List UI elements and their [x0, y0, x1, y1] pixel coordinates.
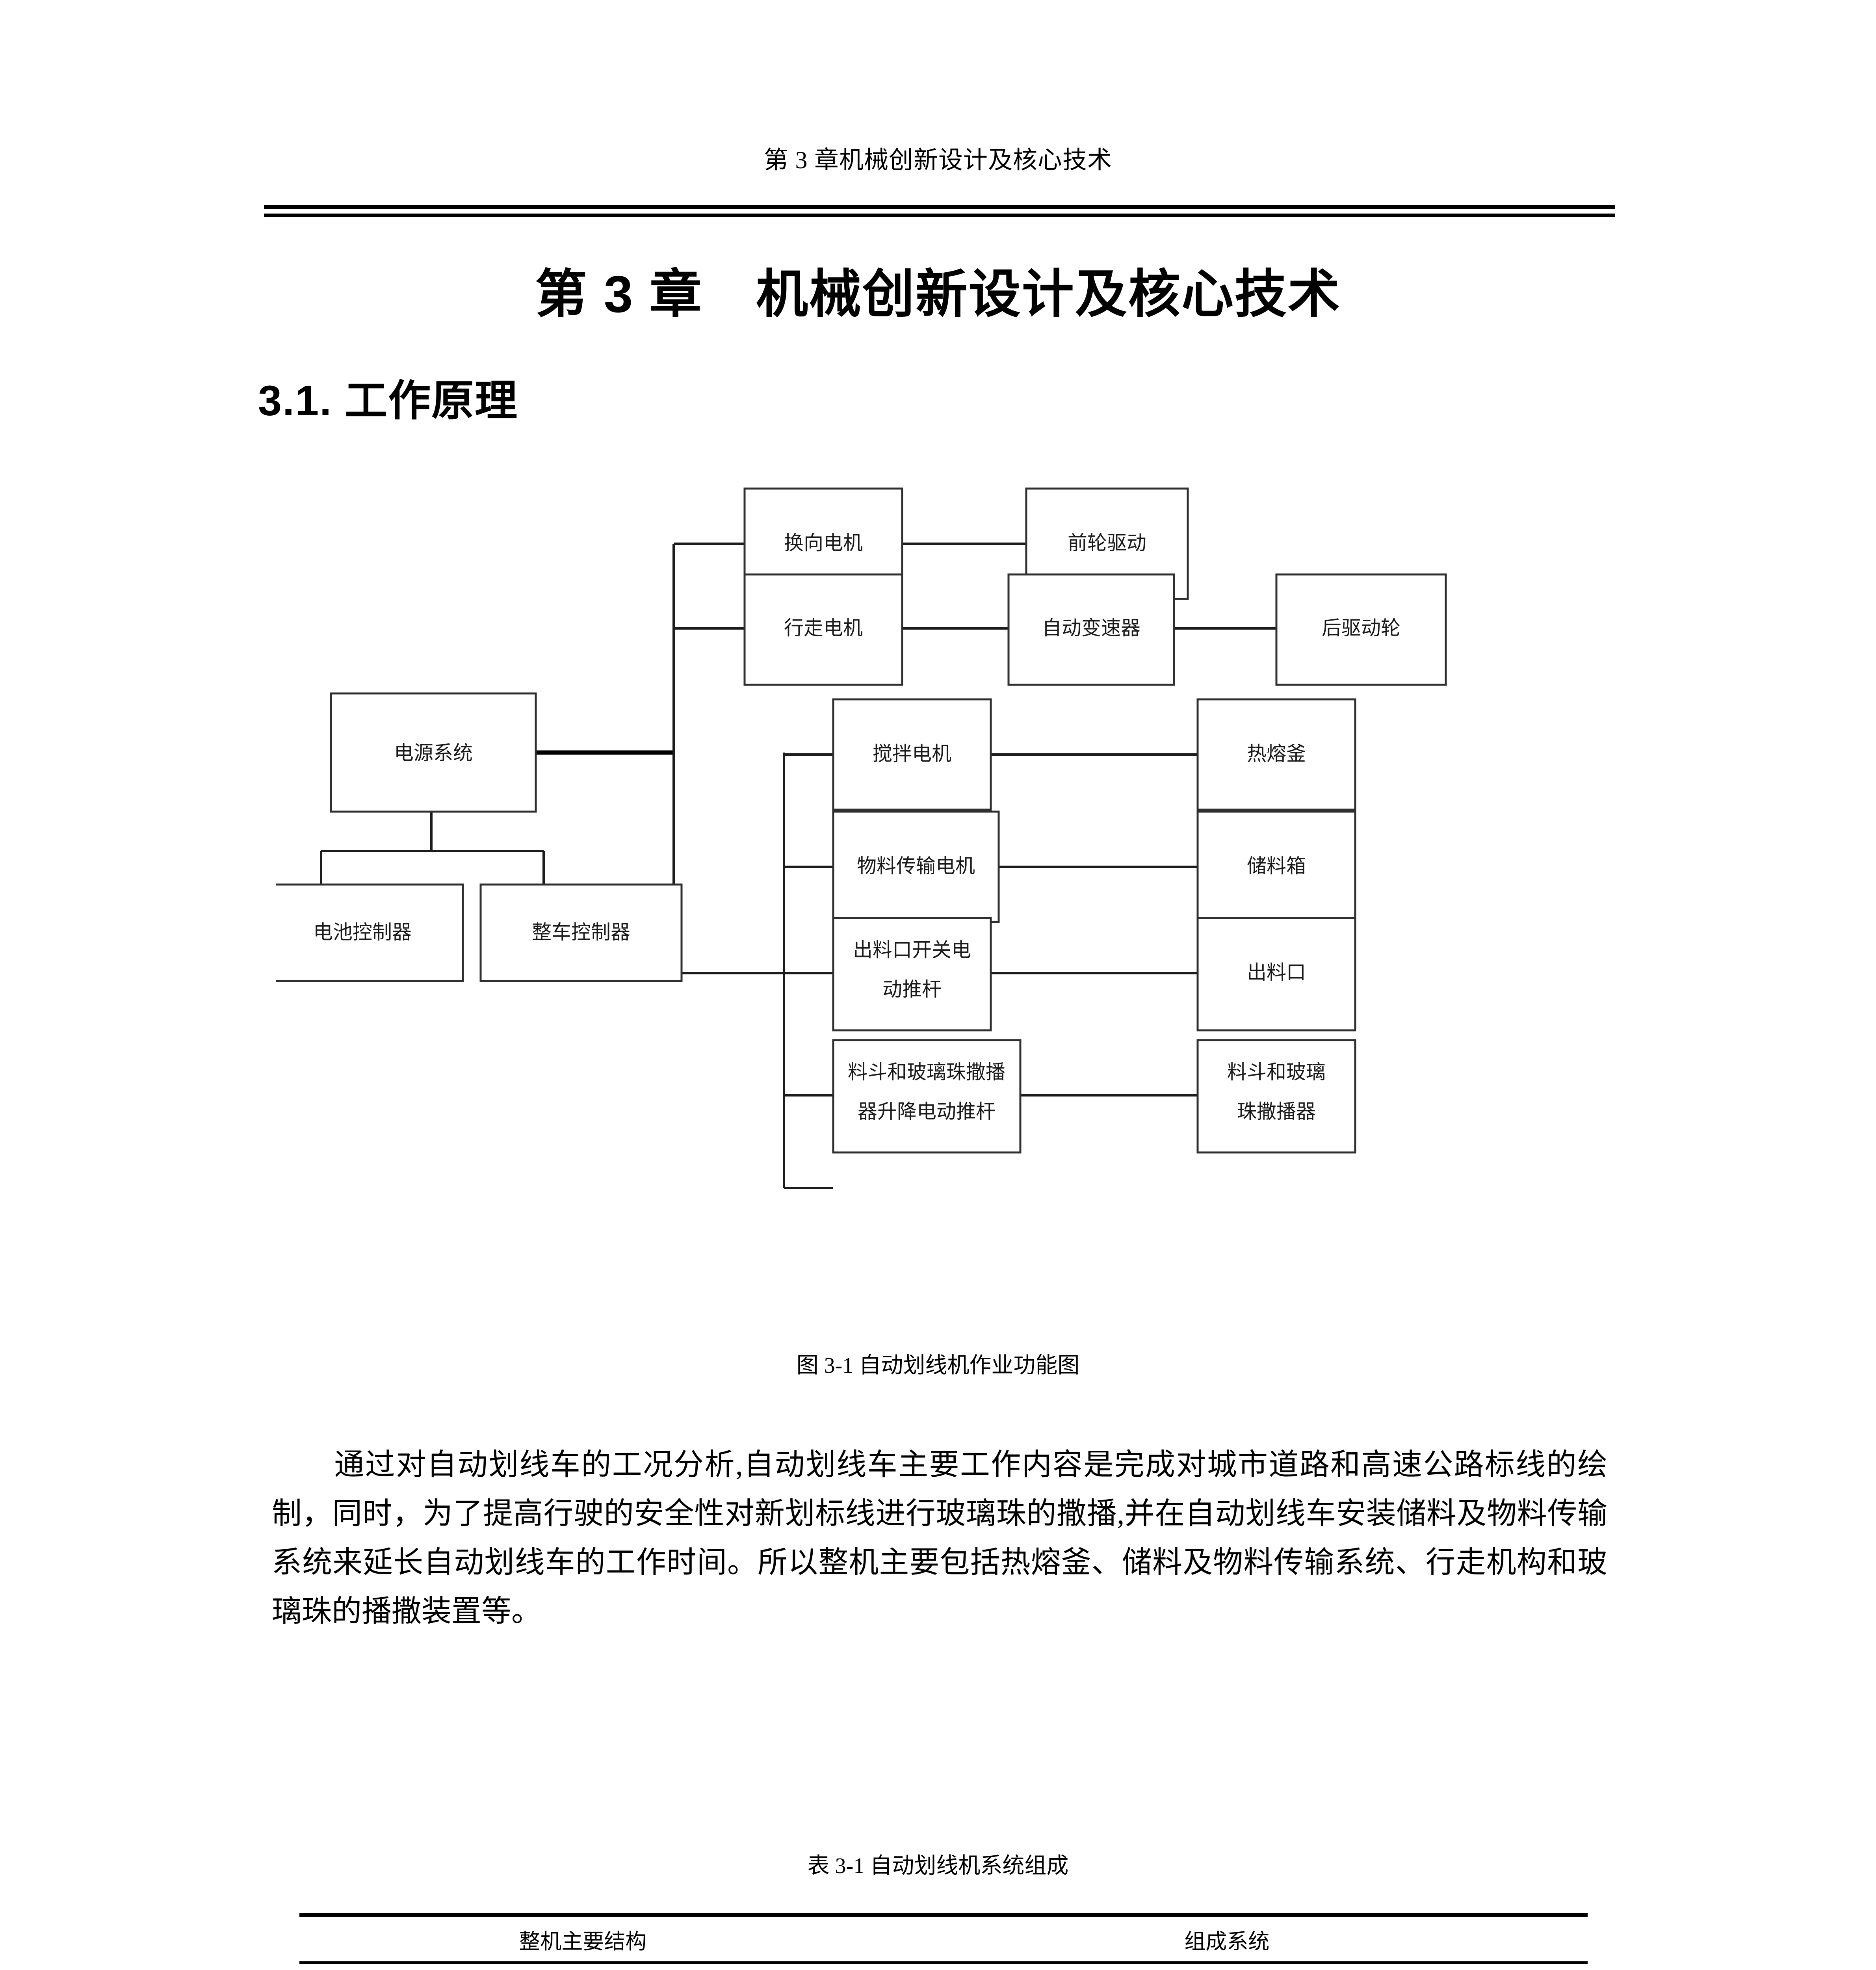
node-material-transfer-motor-label: 物料传输电机	[857, 855, 975, 877]
node-steering-motor-label: 换向电机	[784, 532, 863, 554]
body-paragraph-1: 通过对自动划线车的工况分析,自动划线车主要工作内容是完成对城市道路和高速公路标线…	[272, 1440, 1607, 1636]
table-caption: 表 3-1 自动划线机系统组成	[807, 1854, 1069, 1878]
section-heading: 3.1. 工作原理	[258, 377, 518, 424]
node-front-wheel-drive-label: 前轮驱动	[1068, 532, 1146, 554]
node-power-system-label: 电源系统	[394, 742, 473, 764]
header-rule-bottom	[264, 214, 1615, 217]
table-head: 整机主要结构 组成系统	[299, 1915, 1588, 1963]
node-travel-motor-label: 行走电机	[784, 617, 863, 639]
table-header-structure: 整机主要结构	[519, 1930, 647, 1953]
body-paragraph-1-text: 通过对自动划线车的工况分析,自动划线车主要工作内容是完成对城市道路和高速公路标线…	[272, 1448, 1607, 1628]
node-stirring-motor-label: 搅拌电机	[873, 743, 951, 765]
function-block-diagram: 电源系统 电池控制器 整车控制器 换向电机 前轮驱动 行走电机 自动变速器 后驱…	[276, 465, 1615, 1324]
table-row: 行走系统 底盘四轮结构, 后轮驱动行驶	[299, 1963, 1588, 1970]
chapter-title: 第 3 章 机械创新设计及核心技术	[535, 265, 1341, 323]
system-composition-table: 整机主要结构 组成系统 行走系统 底盘四轮结构, 后轮驱动行驶 涂料加热系统 搅…	[299, 1913, 1588, 1970]
running-header: 第 3 章机械创新设计及核心技术	[763, 147, 1112, 174]
node-battery-controller-label: 电池控制器	[313, 921, 412, 943]
node-storage-bin-label: 储料箱	[1247, 855, 1306, 877]
node-rear-drive-wheel-label: 后驱动轮	[1322, 617, 1400, 639]
table-cell-subsystem: 底盘四轮结构, 后轮驱动行驶	[866, 1963, 1588, 1970]
node-auto-transmission-label: 自动变速器	[1042, 617, 1140, 639]
table-header-subsystem: 组成系统	[1184, 1930, 1270, 1953]
node-melting-kettle-label: 热熔釜	[1247, 743, 1306, 765]
node-hopper-bead-lift-actuator-label-line1: 料斗和玻璃珠撒播	[848, 1061, 1005, 1083]
node-hopper-bead-spreader-label-line1: 料斗和玻璃	[1227, 1061, 1326, 1083]
header-rule-gap	[264, 209, 1615, 214]
header-rule-top	[264, 205, 1615, 209]
node-hopper-bead-lift-actuator-label-line2: 器升降电动推杆	[858, 1100, 996, 1123]
node-hopper-bead-spreader-label-line2: 珠撒播器	[1237, 1100, 1316, 1123]
figure-caption: 图 3-1 自动划线机作业功能图	[796, 1353, 1080, 1378]
node-outlet-switch-actuator-label-line1: 出料口开关电	[853, 939, 971, 961]
node-outlet-switch-actuator-label-line2: 动推杆	[882, 978, 942, 1000]
header-rule-divider	[264, 205, 1615, 217]
node-vehicle-controller-label: 整车控制器	[532, 921, 630, 943]
table-body: 行走系统 底盘四轮结构, 后轮驱动行驶 涂料加热系统 搅拌电机, 热熔釜, 线圈…	[299, 1963, 1588, 1970]
node-outlet-label: 出料口	[1247, 961, 1306, 983]
table-header-row: 整机主要结构 组成系统	[299, 1915, 1588, 1963]
table-cell-structure: 行走系统	[299, 1963, 866, 1970]
